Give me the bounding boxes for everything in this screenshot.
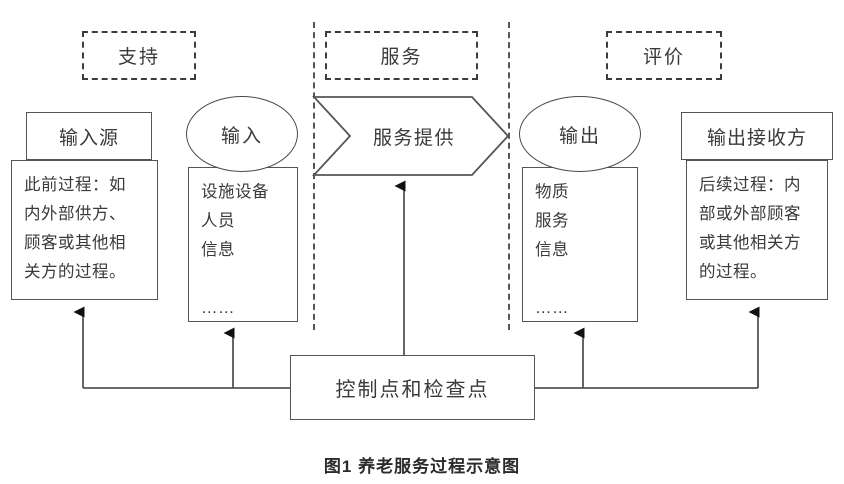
output-body: 物质 服务 信息 ……	[522, 167, 638, 322]
phase-tag-service: 服务	[325, 31, 478, 80]
output-body-text: 物质 服务 信息 ……	[535, 183, 569, 317]
phase-divider-left	[313, 22, 315, 330]
output-receiver-body-text: 后续过程：内 部或外部顾客 或其他相关方 的过程。	[699, 176, 801, 281]
input-body: 设施设备 人员 信息 ……	[188, 167, 298, 322]
input-body-text: 设施设备 人员 信息 ……	[201, 183, 269, 317]
phase-tag-evaluation: 评价	[606, 31, 722, 80]
input-ellipse: 输入	[186, 96, 298, 172]
service-delivery-chevron: 服务提供	[311, 95, 510, 177]
figure-caption: 图1 养老服务过程示意图	[323, 457, 521, 476]
input-source-body-text: 此前过程：如 内外部供方、 顾客或其他相 关方的过程。	[24, 176, 126, 281]
service-delivery-label: 服务提供	[372, 128, 455, 149]
output-receiver-title: 输出接收方	[681, 112, 833, 160]
output-ellipse: 输出	[519, 96, 641, 172]
phase-tag-support: 支持	[82, 31, 196, 80]
control-check-point-box: 控制点和检查点	[290, 355, 535, 420]
output-receiver-body: 后续过程：内 部或外部顾客 或其他相关方 的过程。	[686, 160, 828, 300]
phase-divider-right	[508, 22, 510, 330]
input-source-body: 此前过程：如 内外部供方、 顾客或其他相 关方的过程。	[11, 160, 158, 300]
input-source-title: 输入源	[26, 112, 152, 160]
